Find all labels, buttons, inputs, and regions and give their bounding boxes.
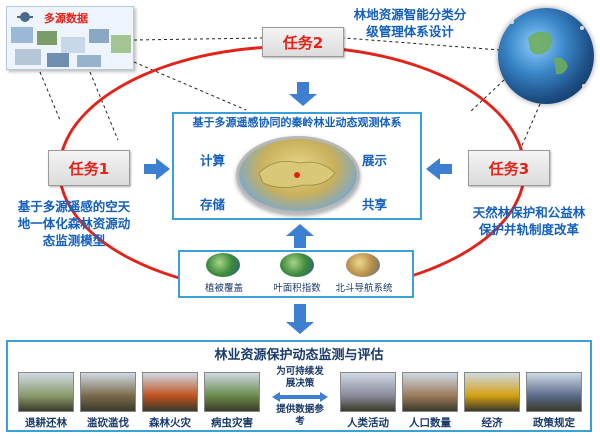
beidou-navigation-icon [346, 253, 380, 277]
arrow-down-bottom-shaft [294, 304, 306, 322]
multi-source-label: 多源数据 [44, 12, 88, 25]
cause-image-3 [204, 372, 260, 412]
observation-system-title: 基于多源遥感协同的秦岭林业动态观测体系 [192, 116, 402, 129]
arrow-right-icon [156, 158, 170, 180]
factor-image-2 [464, 372, 520, 412]
leaf-area-index-icon [280, 253, 314, 277]
factor-image-0 [340, 372, 396, 412]
factor-image-1 [402, 372, 458, 412]
factor-label-2: 经济 [481, 417, 503, 429]
task-3-description: 天然林保护和公益林保护并轨制度改革 [472, 205, 586, 237]
task-1-description: 基于多源遥感的空天地一体化森林资源动态监测模型 [17, 199, 131, 248]
cause-image-0 [18, 372, 74, 412]
task-1-label: 任务1 [68, 159, 110, 178]
earth-satellite-icon [498, 8, 594, 104]
task-3-box: 任务3 [468, 150, 550, 186]
display-label: 展示 [362, 153, 388, 168]
arrow-left-icon [426, 158, 440, 180]
arrow-down-icon [289, 94, 317, 106]
task-2-label: 任务2 [282, 33, 324, 52]
cause-image-1 [80, 372, 136, 412]
reference-note: 提供数据参考 [276, 404, 324, 427]
beidou-navigation-label: 北斗导航系统 [335, 283, 393, 294]
factor-image-3 [526, 372, 582, 412]
arrow-down-shaft [297, 82, 309, 94]
task-2-description: 林地资源智能分类分级管理体系设计 [353, 7, 467, 39]
decision-note: 为可持续发展决策 [276, 366, 324, 389]
cause-label-1: 滥砍滥伐 [87, 417, 129, 429]
cause-label-0: 退耕还林 [25, 417, 67, 429]
arrow-down-bottom-icon [286, 322, 314, 334]
leaf-area-index-label: 叶面积指数 [273, 283, 321, 294]
factor-label-1: 人口数量 [409, 417, 451, 429]
compute-label: 计算 [200, 153, 226, 168]
cause-image-2 [142, 372, 198, 412]
vegetation-cover-icon [206, 253, 240, 277]
task-1-box: 任务1 [48, 150, 130, 186]
bidirectional-arrow-icon [272, 392, 328, 402]
share-label: 共享 [362, 197, 388, 212]
satellite-collage-image [11, 12, 131, 67]
arrow-up-shaft [294, 236, 306, 248]
arrow-up-icon [286, 224, 314, 236]
factor-label-0: 人类活动 [347, 417, 389, 429]
arrow-left-shaft [440, 164, 452, 174]
storage-label: 存储 [200, 197, 226, 212]
task-2-box: 任务2 [262, 27, 344, 57]
cause-label-2: 森林火灾 [149, 417, 191, 429]
monitoring-assessment-title: 林业资源保护动态监测与评估 [214, 348, 384, 363]
arrow-right-shaft [144, 164, 156, 174]
vegetation-cover-label: 植被覆盖 [204, 283, 243, 294]
multi-source-collage [6, 6, 134, 70]
task-3-label: 任务3 [488, 159, 530, 178]
map-globe-image [236, 136, 360, 214]
cause-label-3: 病虫灾害 [211, 417, 253, 429]
factor-label-3: 政策规定 [533, 417, 575, 429]
